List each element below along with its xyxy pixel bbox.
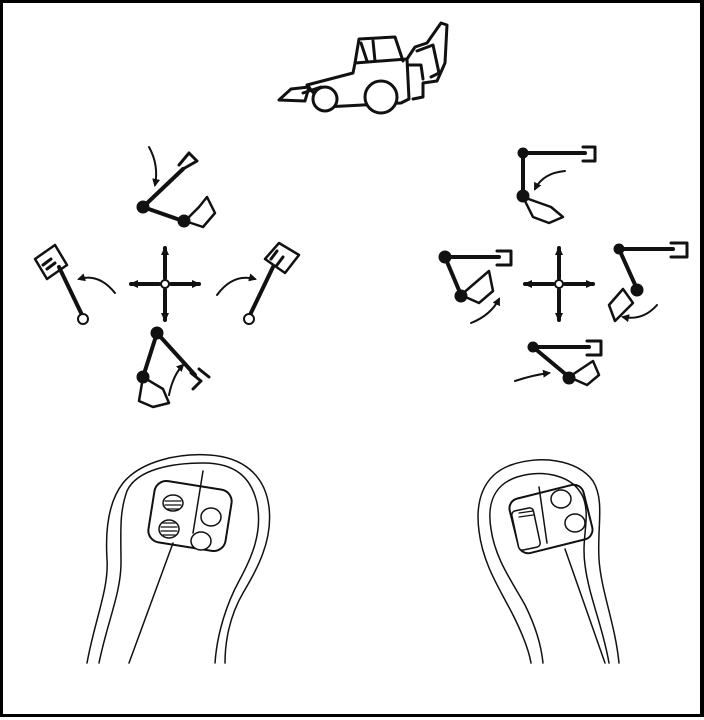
swing-right-illustration bbox=[216, 241, 301, 325]
bucket-dump-illustration bbox=[607, 241, 689, 323]
bucket-curl-illustration bbox=[438, 249, 513, 324]
left-joystick-buttons bbox=[158, 494, 222, 551]
dipper-in-illustration bbox=[516, 145, 597, 225]
right-direction-arrows bbox=[523, 246, 595, 322]
left-direction-arrows bbox=[129, 246, 201, 322]
boom-up-illustration bbox=[136, 146, 217, 229]
control-pattern-diagram bbox=[33, 21, 689, 664]
left-joystick bbox=[86, 453, 271, 664]
right-control-pattern bbox=[438, 145, 689, 387]
backhoe-loader-icon bbox=[277, 21, 449, 115]
right-joystick-buttons bbox=[511, 489, 586, 551]
dipper-out-illustration bbox=[514, 339, 603, 387]
right-joystick bbox=[477, 459, 620, 664]
swing-left-illustration bbox=[33, 243, 116, 325]
left-control-pattern bbox=[33, 146, 301, 409]
boom-down-illustration bbox=[136, 326, 211, 409]
